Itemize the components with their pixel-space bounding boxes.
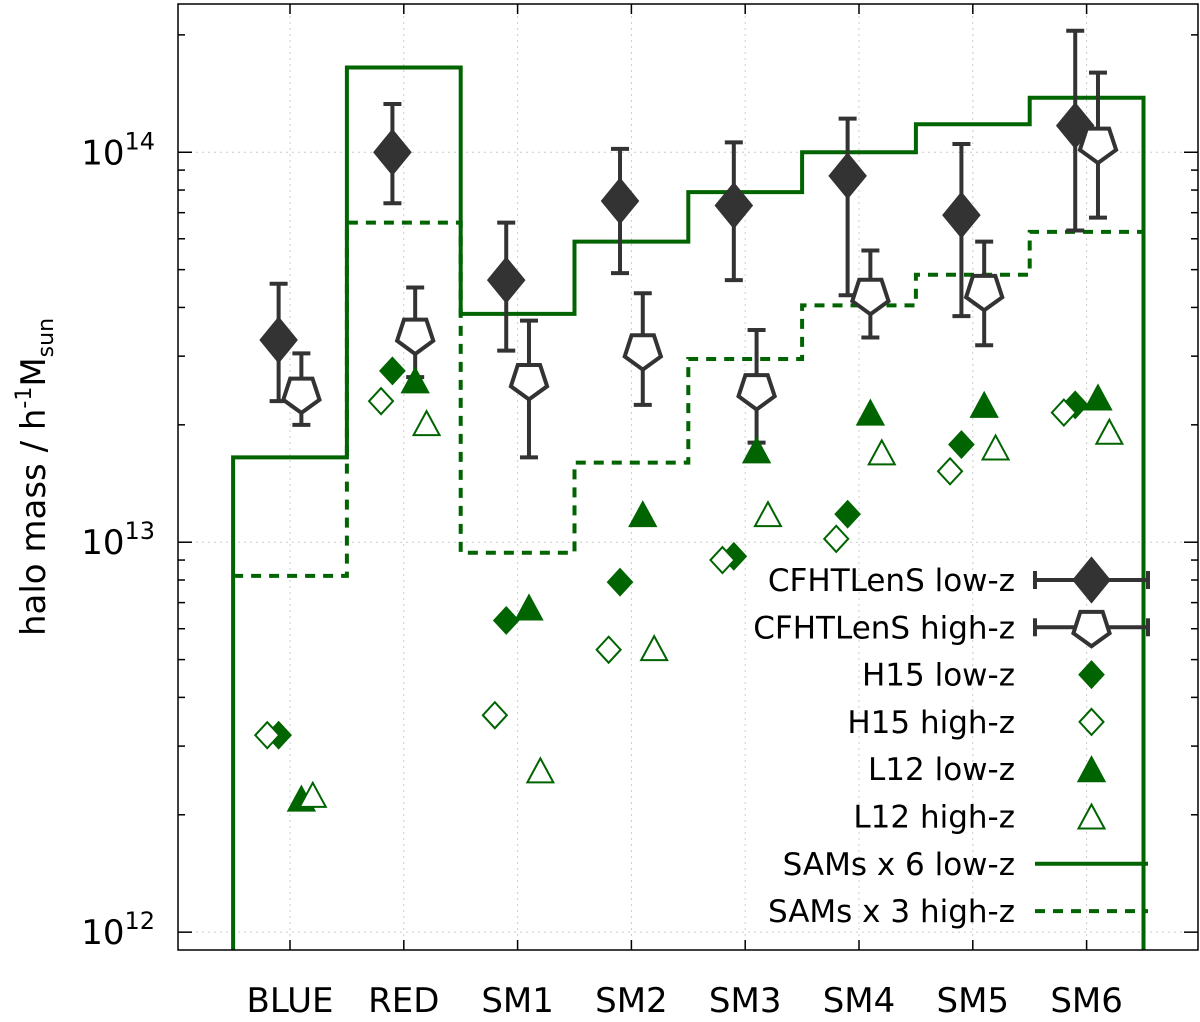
legend-label-h15-low-z: H15 low-z: [862, 658, 1015, 694]
h15-low-z-point: [379, 356, 406, 386]
l12-high-z-point: [980, 433, 1011, 461]
x-tick-label: RED: [368, 981, 439, 1021]
cfhtlens-low-z-point: [828, 152, 867, 200]
h15-high-z-point: [822, 524, 850, 554]
y-tick-label: 1014: [81, 127, 155, 173]
legend-label-l12-high-z: L12 high-z: [853, 800, 1015, 836]
cfhtlens-high-z-point: [1077, 126, 1119, 166]
cfhtlens-high-z-point: [736, 373, 778, 412]
cfhtlens-high-z-point: [394, 317, 436, 357]
h15-high-z-point: [709, 545, 736, 575]
x-tick-label: SM2: [595, 981, 668, 1021]
legend-marker-h15-low-z: [1078, 660, 1105, 690]
cfhtlens-low-z-point: [714, 181, 754, 230]
cfhtlens-high-z-point: [508, 363, 550, 402]
sam-low-z-step-line: [231, 65, 1146, 950]
y-axis-label-tail: M: [14, 357, 54, 386]
y-axis-label: halo mass / h-1Msun: [12, 318, 59, 636]
h15-high-z-point: [253, 720, 281, 750]
legend-marker-l12-high-z: [1076, 802, 1107, 830]
l12-high-z-point: [411, 409, 442, 437]
l12-low-z-point: [1083, 383, 1113, 411]
x-tick-label: SM5: [937, 981, 1010, 1021]
x-tick-label: SM4: [823, 981, 896, 1021]
grid-lines: [178, 4, 1198, 950]
legend-marker-l12-low-z: [1076, 755, 1107, 783]
axis-ticks: [178, 4, 1198, 950]
h15-high-z-point: [936, 456, 964, 486]
y-tick-label: 1012: [81, 907, 155, 953]
legend-label-sams-x-6-low-z: SAMs x 6 low-z: [783, 847, 1015, 883]
l12-high-z-point: [639, 634, 669, 662]
cfhtlens-low-z-point: [600, 177, 640, 225]
h15-high-z-point: [367, 386, 395, 416]
x-tick-label: SM1: [481, 981, 554, 1021]
cfhtlens-low-z-point: [373, 128, 412, 176]
h15-low-z-point: [492, 605, 520, 635]
legend-marker-cfhtlens-low-z: [1072, 556, 1111, 604]
h15-high-z-point: [595, 635, 623, 665]
h15-low-z-point: [834, 499, 861, 529]
l12-high-z-point: [1094, 417, 1125, 445]
cfhtlens-high-z-point: [280, 376, 322, 416]
legend-label-l12-low-z: L12 low-z: [868, 752, 1015, 788]
y-axis-label-main: halo mass / h: [14, 409, 54, 636]
x-tick-label: BLUE: [247, 981, 334, 1021]
cfhtlens-low-z-point: [486, 256, 526, 304]
l12-high-z-point: [525, 756, 556, 784]
y-axis-label-sup: -1: [12, 387, 37, 409]
cfhtlens-low-z-point: [259, 316, 298, 364]
cfhtlens-high-z-point: [849, 277, 891, 317]
x-tick-label: SM3: [709, 981, 782, 1021]
h15-high-z-point: [481, 700, 509, 730]
cfhtlens-high-z-point: [622, 333, 664, 373]
legend-marker-cfhtlens-high-z: [1071, 609, 1112, 649]
axis-labels: BLUE RED SM1 SM2 SM3 SM4 SM5 SM6 1012 1013 1014: [81, 127, 1123, 1021]
plot-frame: [177, 3, 1199, 951]
h15-high-z-point: [1050, 398, 1078, 428]
y-tick-label: 1013: [81, 517, 155, 563]
l12-low-z-point: [628, 500, 658, 528]
l12-low-z-point: [400, 366, 430, 394]
legend-label-cfhtlens-low-z: CFHTLenS low-z: [768, 563, 1015, 599]
l12-high-z-point: [298, 780, 328, 808]
legend-label-sams-x-3-high-z: SAMs x 3 high-z: [768, 894, 1015, 930]
x-tick-label: SM6: [1050, 981, 1123, 1021]
l12-low-z-point: [741, 436, 772, 464]
l12-low-z-point: [855, 398, 886, 426]
cfhtlens-low-z-point: [942, 191, 981, 239]
l12-high-z-point: [753, 500, 783, 528]
legend-label-h15-high-z: H15 high-z: [847, 705, 1015, 741]
data-markers: [253, 102, 1125, 812]
l12-high-z-point: [867, 438, 897, 466]
legend-label-cfhtlens-high-z: CFHTLenS high-z: [753, 610, 1015, 646]
l12-low-z-point: [969, 390, 999, 418]
h15-low-z-point: [606, 567, 634, 597]
l12-low-z-point: [514, 593, 544, 621]
h15-low-z-point: [948, 430, 975, 460]
cfhtlens-high-z-point: [963, 273, 1005, 313]
y-axis-label-sub: sun: [34, 318, 59, 357]
legend-marker-h15-high-z: [1078, 707, 1105, 737]
